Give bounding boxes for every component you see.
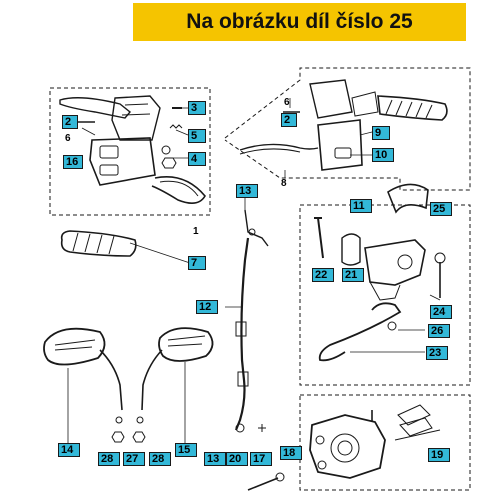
callout-part-9[interactable]: 9 (372, 126, 390, 140)
group-outlines (49, 67, 471, 491)
callout-part-25[interactable]: 25 (430, 202, 452, 216)
callout-part-17[interactable]: 17 (250, 452, 272, 466)
label-part-6-right: 6 (284, 97, 290, 108)
callout-part-13-top[interactable]: 13 (236, 184, 258, 198)
label-part-1: 1 (193, 226, 199, 237)
callout-part-21[interactable]: 21 (342, 268, 364, 282)
callout-part-12[interactable]: 12 (196, 300, 218, 314)
brake-caliper (309, 410, 386, 479)
callout-part-16[interactable]: 16 (63, 155, 83, 169)
page-title: Na obrázku díl číslo 25 (133, 3, 466, 41)
mirror-right (141, 327, 214, 411)
part-25-cover (387, 183, 429, 214)
label-part-8: 8 (281, 178, 287, 189)
callout-part-19[interactable]: 19 (428, 448, 450, 462)
callout-part-23[interactable]: 23 (426, 346, 448, 360)
callout-part-7[interactable]: 7 (188, 256, 206, 270)
brake-hose (234, 209, 269, 433)
callout-part-22[interactable]: 22 (312, 268, 334, 282)
mirror-fasteners (111, 416, 146, 443)
callout-part-2-right[interactable]: 2 (281, 113, 297, 127)
leader-lines (67, 98, 441, 445)
callout-part-10[interactable]: 10 (372, 148, 394, 162)
left-grip (60, 230, 137, 257)
right-switch-assembly (239, 79, 448, 171)
callout-part-27[interactable]: 27 (123, 452, 145, 466)
callout-part-13-bottom[interactable]: 13 (204, 452, 226, 466)
callout-part-20[interactable]: 20 (226, 452, 248, 466)
callout-part-11[interactable]: 11 (350, 199, 372, 213)
label-part-6-left: 6 (65, 133, 71, 144)
callout-part-18[interactable]: 18 (280, 446, 302, 460)
callout-part-28-left[interactable]: 28 (98, 452, 120, 466)
callout-part-2[interactable]: 2 (62, 115, 78, 129)
callout-part-14[interactable]: 14 (58, 443, 80, 457)
bolt-20 (247, 472, 285, 491)
callout-part-3[interactable]: 3 (188, 101, 206, 115)
callout-part-4[interactable]: 4 (188, 152, 206, 166)
brake-pads (394, 404, 441, 441)
callout-part-5[interactable]: 5 (188, 129, 206, 143)
mirror-left (43, 327, 123, 411)
master-cylinder-assembly (314, 217, 446, 362)
callout-part-15[interactable]: 15 (175, 443, 197, 457)
callout-part-28-right[interactable]: 28 (149, 452, 171, 466)
callout-part-24[interactable]: 24 (430, 305, 452, 319)
callout-part-26[interactable]: 26 (428, 324, 450, 338)
left-switch-assembly (59, 95, 206, 204)
